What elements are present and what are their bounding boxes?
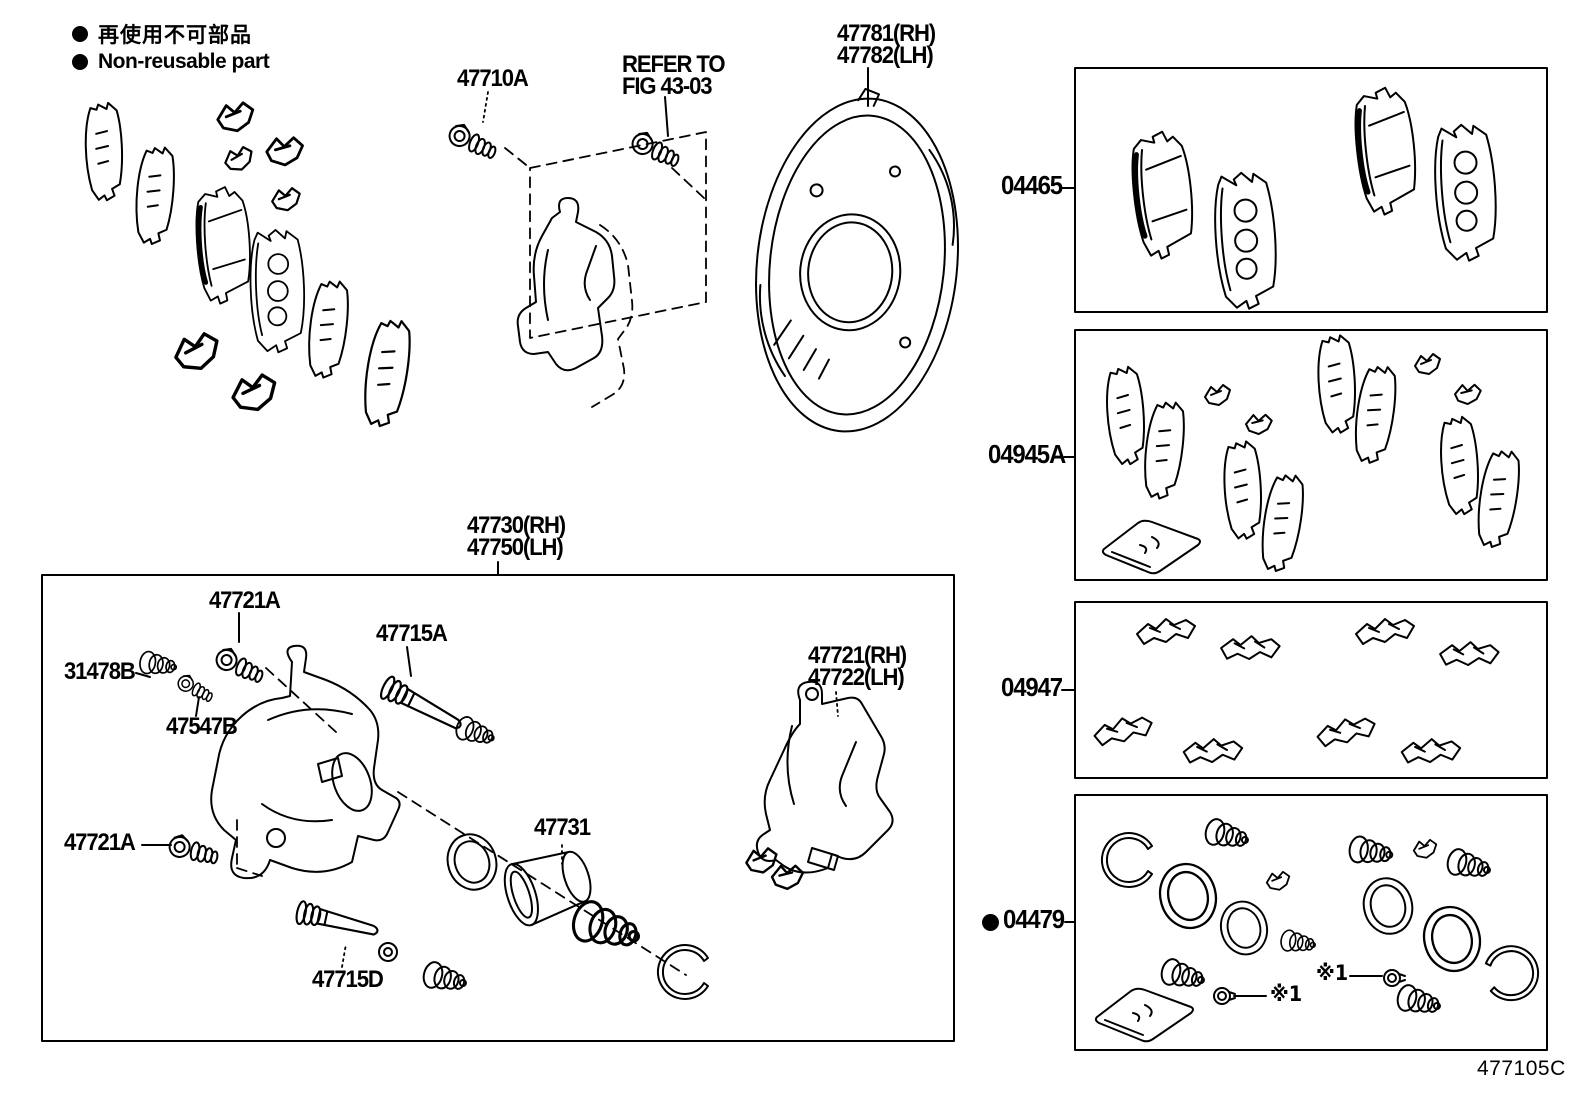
kit-04945a-drawing	[1101, 333, 1524, 575]
callout-note2: ※1	[1316, 961, 1349, 985]
leader-lines	[135, 67, 1383, 997]
piston-47731-drawing	[503, 850, 592, 927]
callout-refer-fig[interactable]: REFER TO FIG 43-03	[622, 51, 726, 100]
caliper-small-parts-drawing	[137, 644, 709, 1000]
kit-box-04947	[1074, 601, 1548, 779]
note2-nut-drawing	[1383, 969, 1406, 987]
legend-text-jp: 再使用不可部品	[98, 23, 252, 47]
callout-47731[interactable]: 47731	[534, 814, 591, 841]
callout-04947[interactable]: 04947	[1001, 672, 1063, 702]
figure-code: 477105C	[1477, 1057, 1566, 1080]
callout-47730-47750[interactable]: 47730(RH) 47750(LH)	[467, 512, 566, 561]
legend: 再使用不可部品 Non-reusable part	[72, 20, 270, 76]
non-reusable-bullet-icon	[982, 914, 999, 931]
legend-text-en: Non-reusable part	[98, 50, 270, 73]
callout-note1: ※1	[1270, 982, 1303, 1006]
legend-row-jp: 再使用不可部品	[72, 20, 269, 48]
bleeder-47547b-drawing	[175, 671, 217, 704]
exploded-view-pads-drawing	[81, 101, 685, 430]
callout-47721-47722[interactable]: 47721(RH) 47722(LH)	[808, 642, 907, 691]
bolt-47710a-drawing	[445, 120, 502, 161]
callout-47781-47782[interactable]: 47781(RH) 47782(LH)	[837, 20, 936, 69]
cylinder-boot-drawing	[567, 896, 647, 959]
callout-47710a[interactable]: 47710A	[457, 65, 529, 92]
bracket-47721-drawing	[745, 680, 894, 892]
non-reusable-bullet-icon	[72, 26, 88, 42]
grommet-31478b-drawing	[137, 649, 179, 680]
callout-47715a[interactable]: 47715A	[376, 620, 448, 647]
callout-04945a[interactable]: 04945A	[988, 439, 1066, 469]
kit-04947-drawing	[1092, 618, 1501, 768]
callout-31478b[interactable]: 31478B	[64, 658, 136, 685]
mount-bracket-top-drawing	[504, 131, 707, 408]
snap-ring-drawing	[656, 944, 709, 1000]
bolt-refer-drawing	[628, 128, 685, 169]
non-reusable-bullet-icon	[72, 54, 88, 70]
bolt-47721a-lower-drawing	[166, 832, 222, 866]
callout-47547b[interactable]: 47547B	[166, 713, 238, 740]
callout-04465[interactable]: 04465	[1001, 170, 1063, 200]
pin-47715a-drawing	[377, 673, 468, 736]
kit-04479-drawing	[1094, 816, 1544, 1043]
grease-packet-drawing	[1101, 519, 1201, 575]
callout-47715d[interactable]: 47715D	[312, 966, 384, 993]
note1-nut-drawing	[1213, 987, 1236, 1005]
callout-04479[interactable]: 04479	[1003, 904, 1065, 934]
legend-row-en: Non-reusable part	[72, 48, 270, 76]
kit-box-04479	[1074, 794, 1548, 1051]
caliper-body-drawing	[210, 644, 401, 880]
callout-47721a-upper[interactable]: 47721A	[209, 587, 281, 614]
callout-47721a-lower[interactable]: 47721A	[64, 829, 136, 856]
kit-box-04945a	[1074, 329, 1548, 581]
grease-packet-drawing	[1094, 987, 1194, 1043]
dust-shield-drawing	[755, 87, 959, 433]
kit-04465-drawing	[1128, 85, 1503, 313]
kit-box-04465	[1074, 67, 1548, 313]
bolt-47721a-upper-drawing	[212, 644, 269, 685]
pin-47715d-drawing	[293, 899, 382, 942]
